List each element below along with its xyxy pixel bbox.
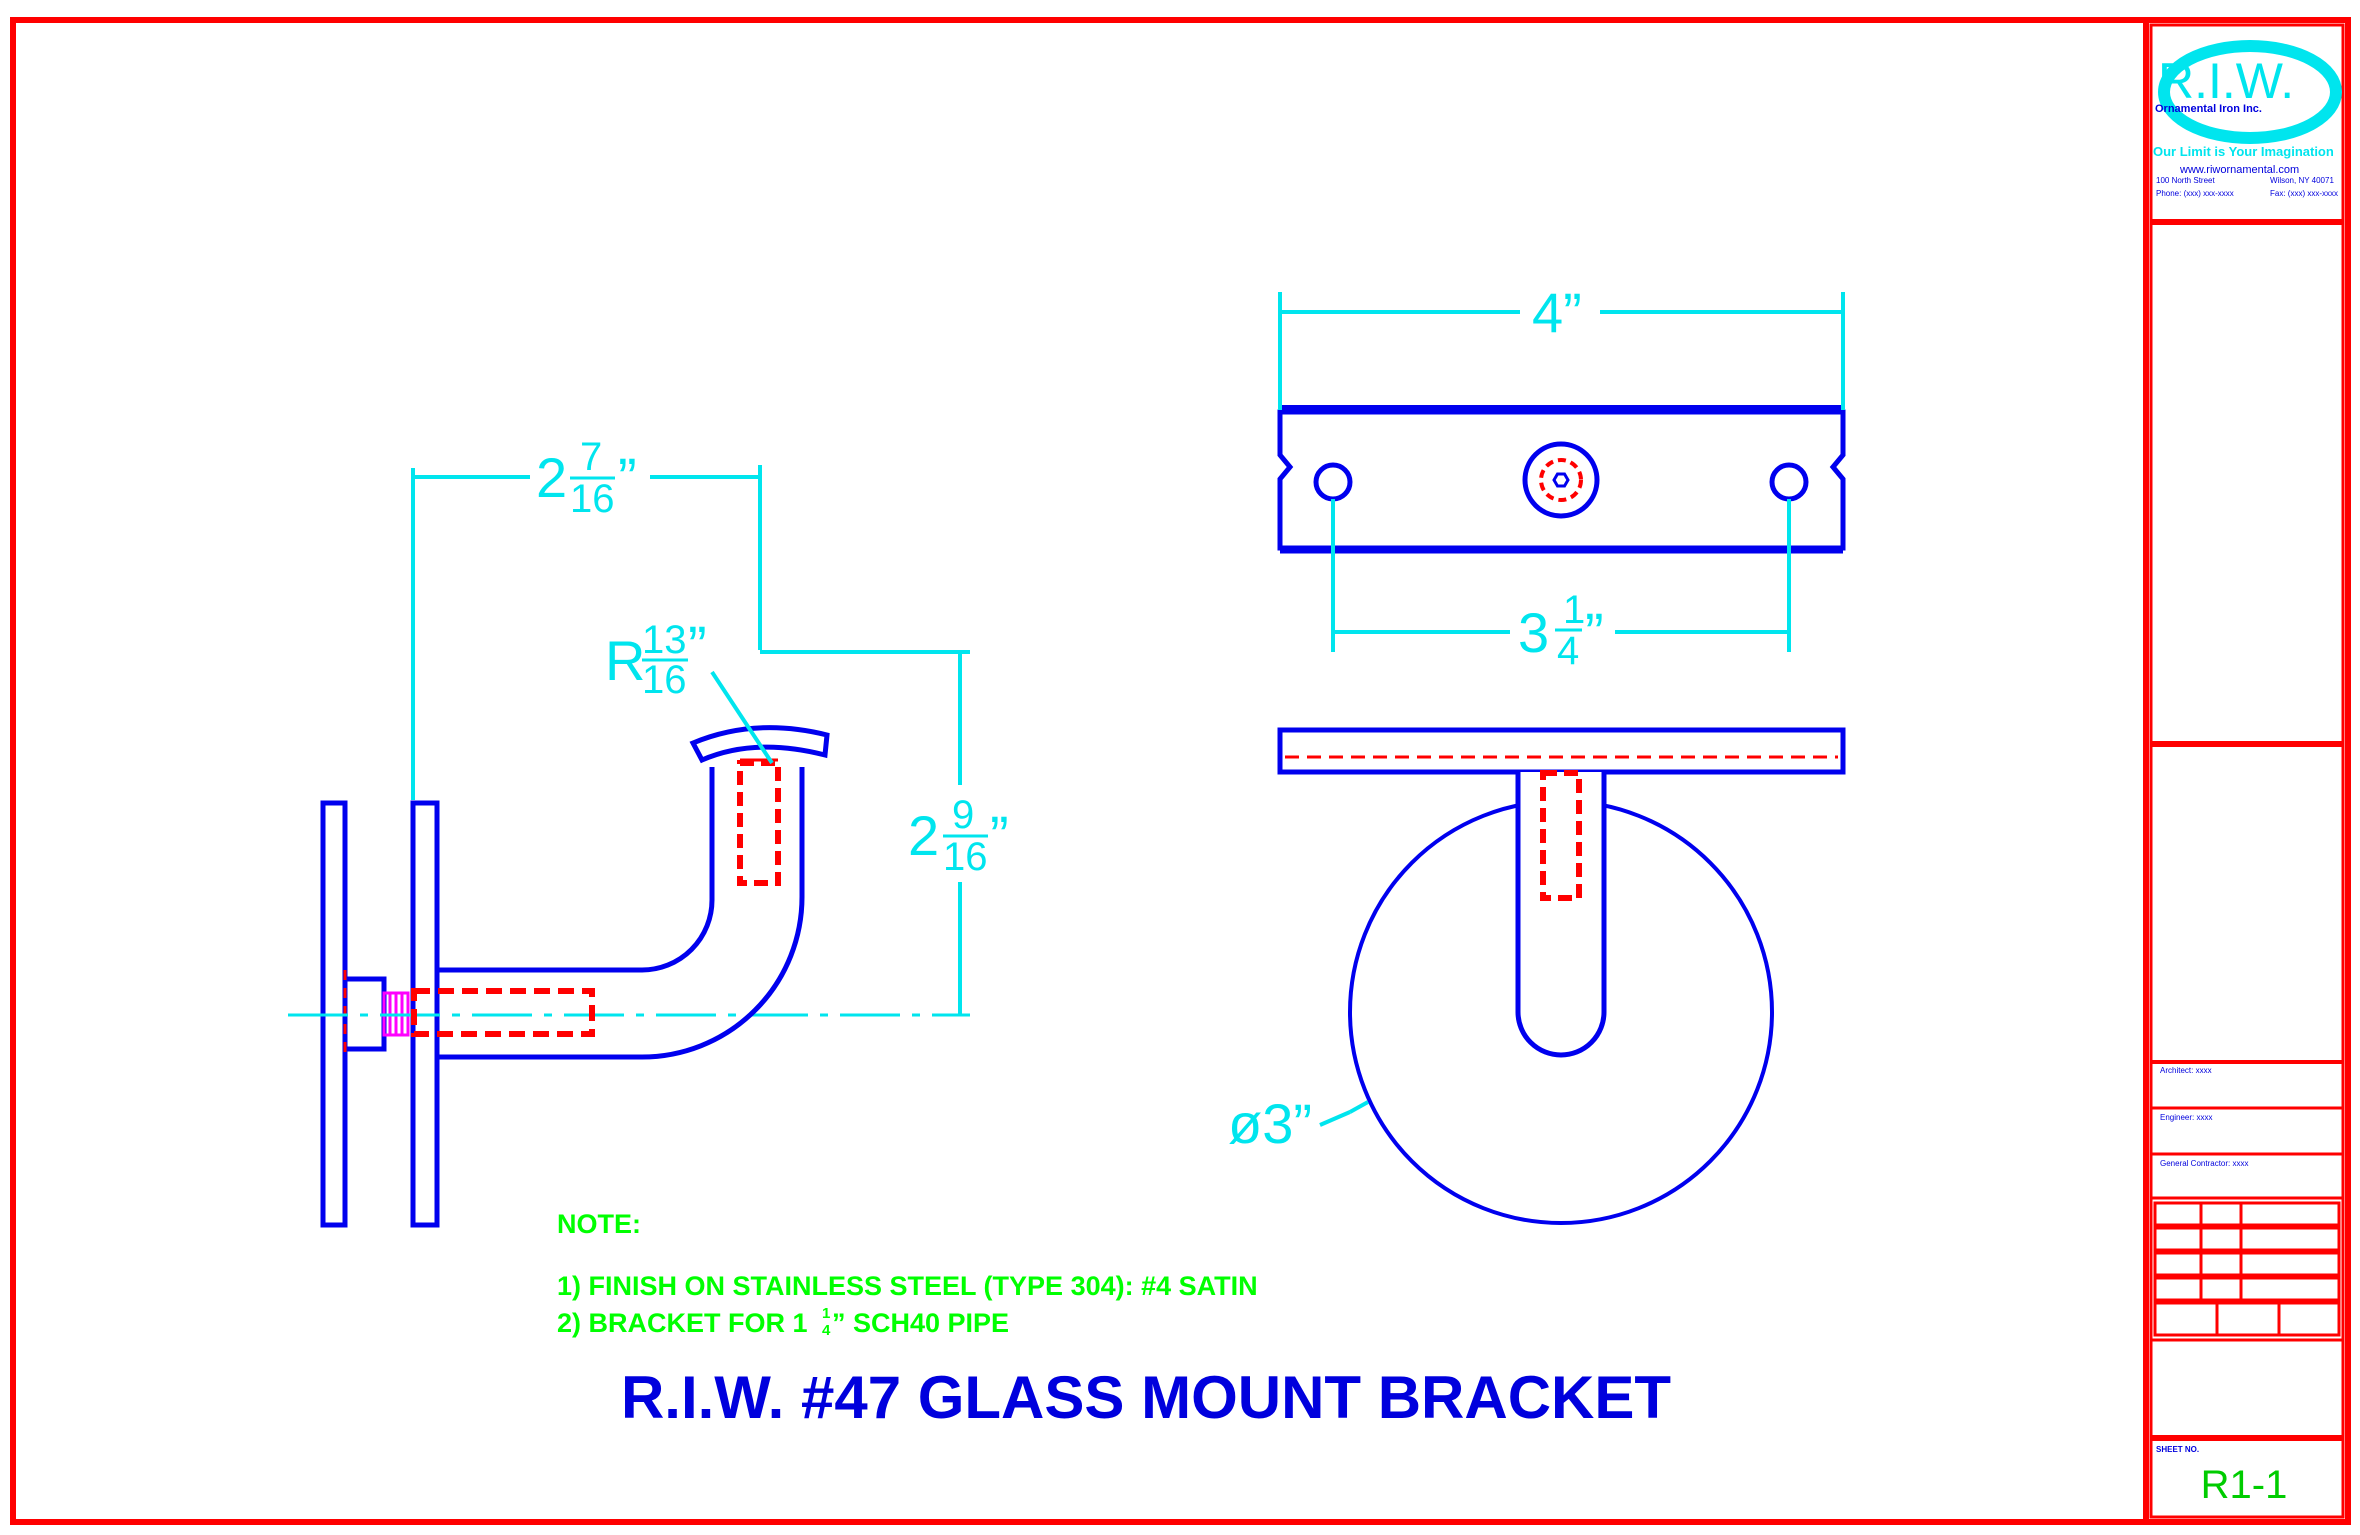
general-contractor-field: General Contractor: xxxx bbox=[2160, 1159, 2248, 1168]
stem-screw-hole bbox=[1540, 770, 1582, 901]
side-width-whole: 2 bbox=[536, 446, 567, 509]
mounting-plate-top bbox=[1277, 409, 1846, 551]
side-height-whole: 2 bbox=[908, 804, 939, 867]
hole-spacing-denominator: 4 bbox=[1557, 629, 1579, 673]
radius-denominator: 16 bbox=[642, 658, 687, 702]
note-line-1: 1) FINISH ON STAINLESS STEEL (TYPE 304):… bbox=[557, 1271, 1258, 1301]
company-city: Wilson, NY 40071 bbox=[2270, 176, 2334, 185]
arm-screw-hole bbox=[411, 988, 595, 1037]
note-line-2-suffix: ” SCH40 PIPE bbox=[832, 1308, 1009, 1338]
notes: NOTE: 1) FINISH ON STAINLESS STEEL (TYPE… bbox=[557, 1209, 1258, 1339]
drawing-title: R.I.W. #47 GLASS MOUNT BRACKET bbox=[621, 1364, 1671, 1431]
hole-spacing-whole: 3 bbox=[1518, 601, 1549, 664]
pipe-saddle bbox=[689, 725, 830, 764]
engineer-field: Engineer: xxxx bbox=[2160, 1113, 2212, 1122]
company-fax: Fax: (xxx) xxx-xxxx bbox=[2270, 189, 2338, 198]
company-website: www.riwornamental.com bbox=[2179, 164, 2299, 176]
title-block: R.I.W. Ornamental Iron Inc. Our Limit is… bbox=[2149, 23, 2345, 1519]
side-width-unit: ” bbox=[618, 446, 637, 509]
top-view: 4” 3 1 4 ” bbox=[1277, 281, 1846, 673]
center-boss bbox=[1522, 441, 1600, 519]
note-line-2-frac-den: 4 bbox=[822, 1322, 831, 1339]
logo-subtitle: Ornamental Iron Inc. bbox=[2155, 103, 2262, 115]
mounting-hole-left bbox=[1313, 462, 1353, 502]
center-hole-hidden bbox=[1539, 458, 1583, 502]
company-street: 100 North Street bbox=[2156, 176, 2215, 185]
radius-prefix: R bbox=[605, 629, 645, 692]
hex-socket bbox=[1552, 472, 1570, 488]
hole-spacing-unit: ” bbox=[1585, 601, 1604, 664]
mounting-hole-right bbox=[1769, 462, 1809, 502]
revision-grid bbox=[2153, 1201, 2341, 1337]
note-line-2-prefix: 2) BRACKET FOR 1 bbox=[557, 1308, 808, 1338]
sheet-number: R1-1 bbox=[2201, 1463, 2288, 1507]
sheet-border bbox=[10, 17, 2351, 1525]
logo-text: R.I.W. bbox=[2158, 53, 2294, 109]
disc-diameter-label: ø3” bbox=[1228, 1092, 1312, 1155]
architect-field: Architect: xxxx bbox=[2160, 1066, 2212, 1075]
plate-length-label: 4” bbox=[1532, 281, 1582, 344]
front-view: ø3” bbox=[1228, 727, 1846, 1225]
company-tagline: Our Limit is Your Imagination bbox=[2153, 144, 2334, 159]
bracket-arm bbox=[437, 767, 805, 1060]
mounting-plate-edge bbox=[1277, 727, 1846, 775]
note-line-2-frac-num: 1 bbox=[822, 1305, 830, 1322]
radius-unit: ” bbox=[688, 614, 707, 677]
side-height-denominator: 16 bbox=[943, 835, 988, 879]
company-phone: Phone: (xxx) xxx-xxxx bbox=[2156, 189, 2234, 198]
company-logo: R.I.W. Ornamental Iron Inc. bbox=[2155, 40, 2342, 144]
side-view: 2 7 16 ” 2 9 16 ” R 13 16 ” bbox=[288, 435, 1009, 1228]
side-width-numerator: 7 bbox=[580, 435, 602, 479]
saddle-screw-hole bbox=[737, 760, 781, 886]
radius-leader bbox=[710, 670, 774, 765]
note-heading: NOTE: bbox=[557, 1209, 641, 1239]
side-height-numerator: 9 bbox=[952, 793, 974, 837]
side-width-denominator: 16 bbox=[570, 477, 615, 521]
stem bbox=[1515, 772, 1607, 1058]
hole-spacing-numerator: 1 bbox=[1563, 588, 1585, 632]
side-height-unit: ” bbox=[990, 804, 1009, 867]
sheet-label: SHEET NO. bbox=[2156, 1445, 2199, 1454]
radius-numerator: 13 bbox=[642, 618, 687, 662]
